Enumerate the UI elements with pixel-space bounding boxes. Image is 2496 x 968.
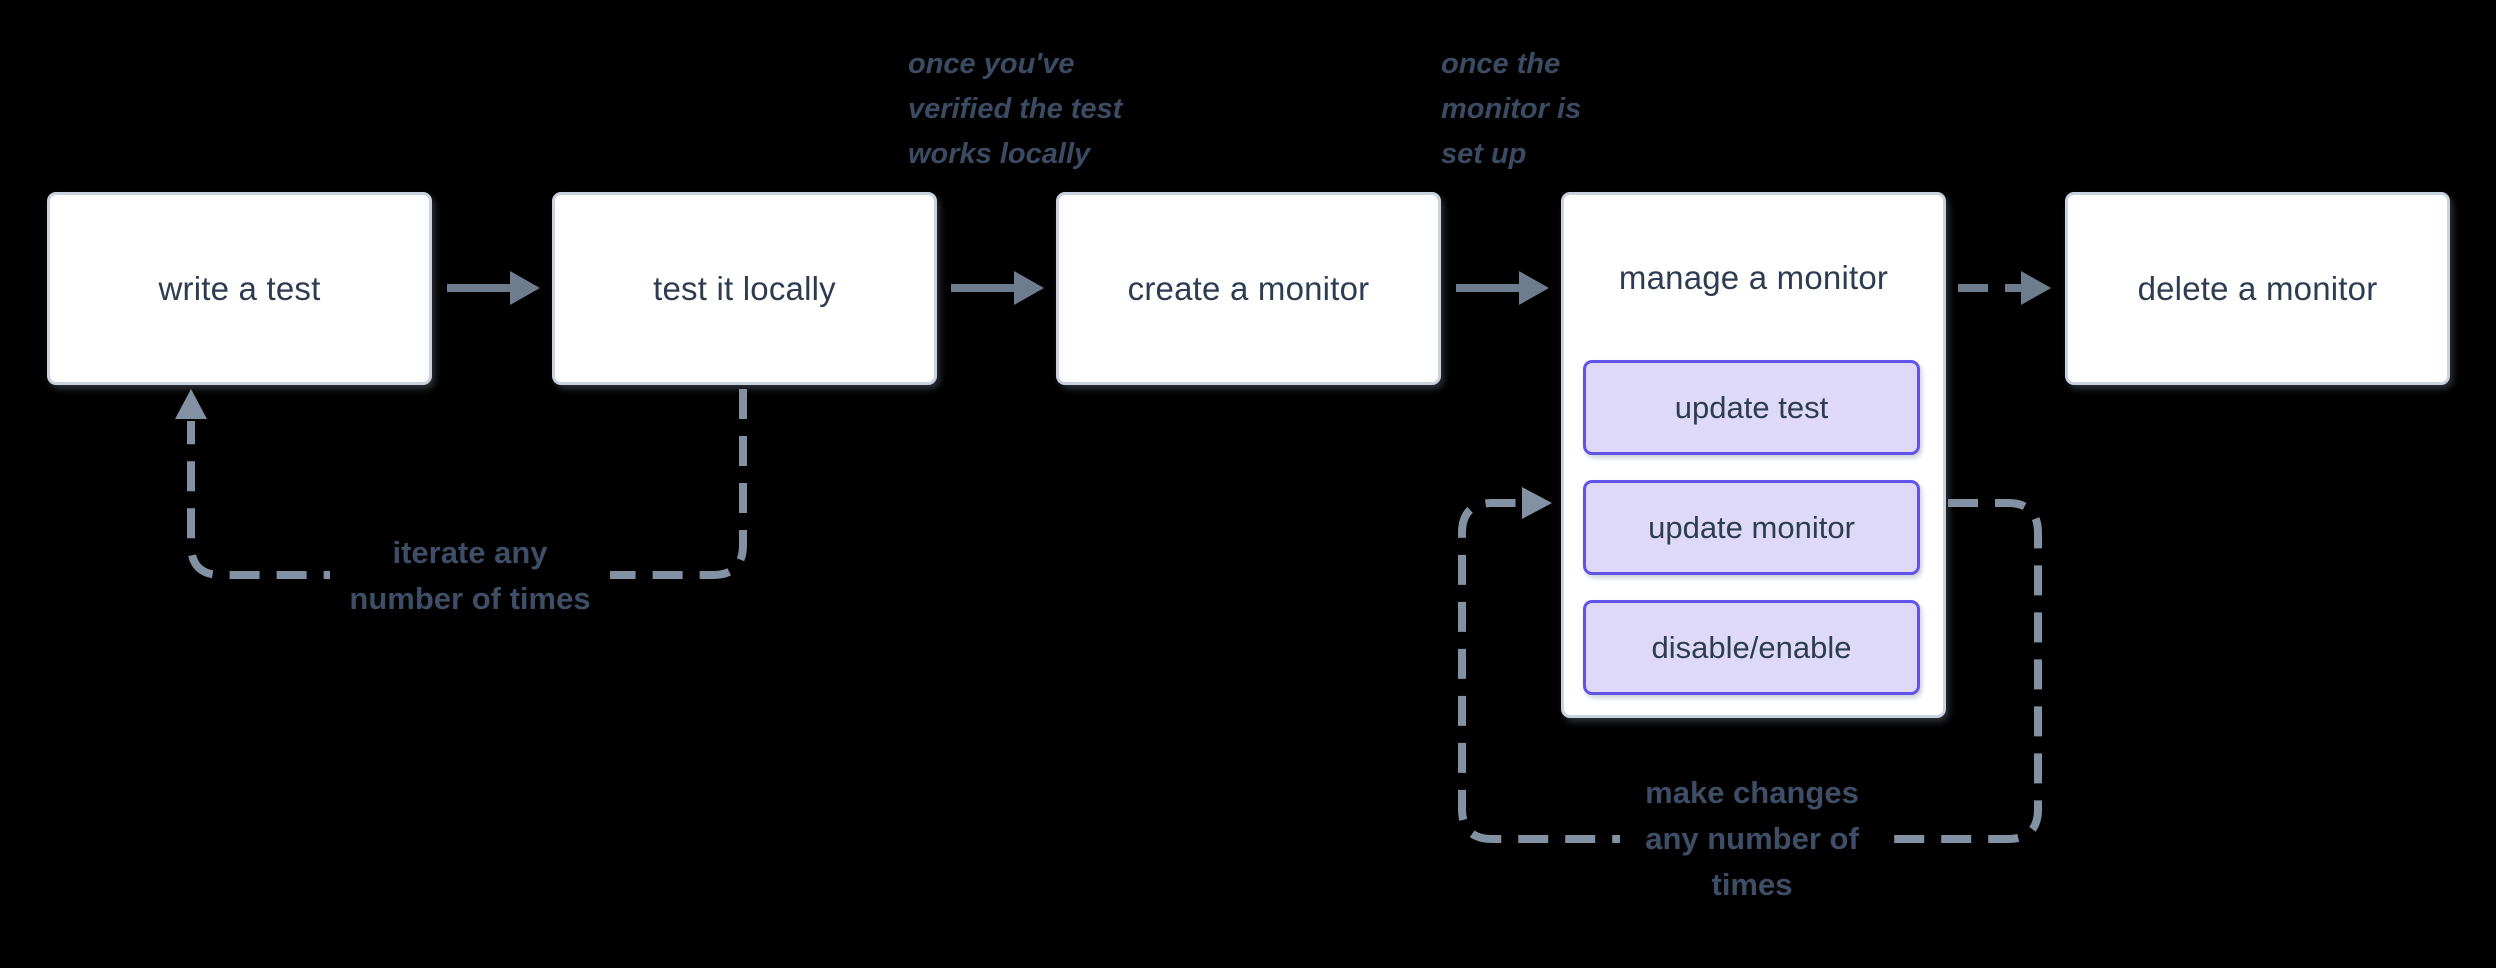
action-update-monitor: update monitor: [1583, 480, 1920, 575]
action-update-test-label: update test: [1674, 389, 1829, 425]
action-update-test: update test: [1583, 360, 1920, 455]
arrowhead-create-to-manage: [1519, 271, 1549, 305]
arrowhead-iterate-loop: [175, 389, 207, 419]
node-create-a-monitor: create a monitor: [1056, 192, 1441, 385]
node-write-a-test-label: write a test: [158, 269, 321, 307]
arrowhead-test-to-create: [1014, 271, 1044, 305]
label-iterate-loop: iterate any number of times: [330, 528, 610, 624]
node-manage-a-monitor-label: manage a monitor: [1618, 258, 1889, 296]
action-disable-enable-label: disable/enable: [1651, 629, 1852, 665]
node-test-it-locally-label: test it locally: [653, 269, 836, 307]
node-create-a-monitor-label: create a monitor: [1127, 269, 1370, 307]
annotation-once-setup: once the monitor is set up: [1441, 48, 1582, 170]
arrowhead-write-to-test: [510, 271, 540, 305]
annotation-once-verified: once you've verified the test works loca…: [908, 48, 1123, 170]
arrowhead-make-changes-loop: [1522, 487, 1552, 519]
node-delete-a-monitor: delete a monitor: [2065, 192, 2450, 385]
node-write-a-test: write a test: [47, 192, 432, 385]
label-make-changes-loop: make changes any number of times: [1620, 768, 1884, 910]
node-delete-a-monitor-label: delete a monitor: [2137, 269, 2378, 307]
node-manage-a-monitor: manage a monitor update test update moni…: [1561, 192, 1946, 718]
action-update-monitor-label: update monitor: [1648, 509, 1855, 545]
arrowhead-manage-to-delete: [2021, 271, 2051, 305]
node-test-it-locally: test it locally: [552, 192, 937, 385]
action-disable-enable: disable/enable: [1583, 600, 1920, 695]
